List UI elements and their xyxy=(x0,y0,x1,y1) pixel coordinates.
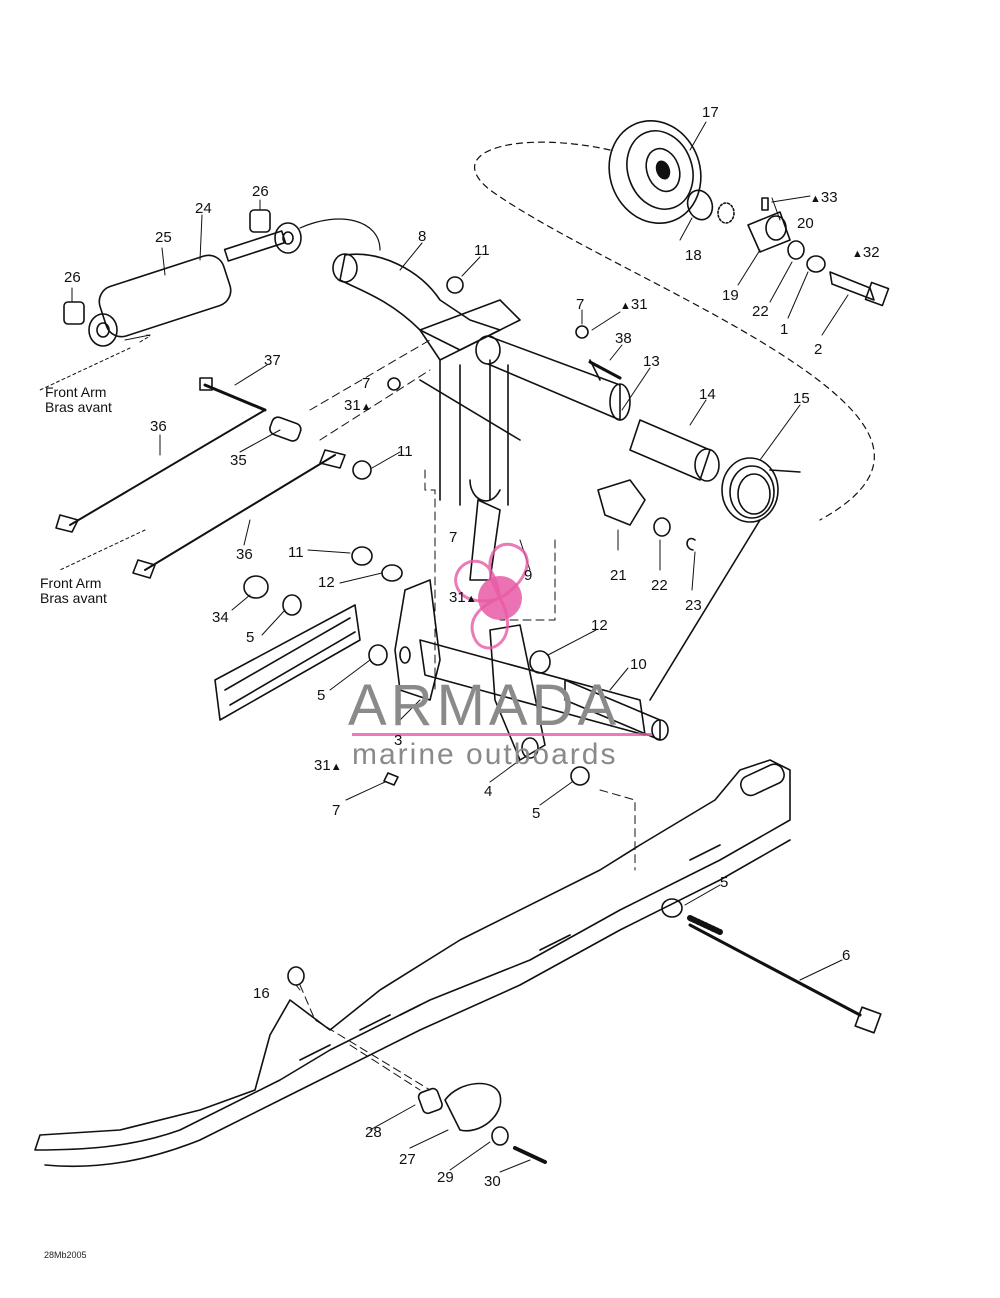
callout-7b: 7 xyxy=(362,375,371,392)
slide-rail xyxy=(214,604,361,721)
callout-9: 9 xyxy=(524,567,533,584)
callout-1: 1 xyxy=(780,321,789,338)
callout-32: ▲32 xyxy=(852,244,880,261)
rod-lower xyxy=(144,454,336,571)
callout-37: 37 xyxy=(264,352,281,369)
idler-wheel xyxy=(608,119,702,225)
callout-14: 14 xyxy=(699,386,716,403)
callout-26a: 26 xyxy=(252,183,269,200)
callout-13: 13 xyxy=(643,353,660,370)
rod-upper xyxy=(69,409,266,526)
callout-36a: 36 xyxy=(150,418,167,435)
callout-11b: 11 xyxy=(397,443,413,460)
callout-36b: 36 xyxy=(236,546,253,563)
callout-4: 4 xyxy=(484,783,493,800)
callout-3: 3 xyxy=(394,732,403,749)
callout-21: 21 xyxy=(610,567,627,584)
tube xyxy=(629,419,711,481)
callout-15: 15 xyxy=(793,390,810,407)
callout-11a: 11 xyxy=(474,242,490,259)
callout-31b: 31▲ xyxy=(344,397,372,414)
callout-6: 6 xyxy=(842,947,851,964)
callout-22a: 22 xyxy=(752,303,769,320)
callout-17: 17 xyxy=(702,104,719,121)
upper-arm xyxy=(332,253,631,421)
callout-8: 8 xyxy=(418,228,427,245)
torsion-spring xyxy=(649,457,801,701)
callout-31a: ▲31 xyxy=(620,296,648,313)
callout-7a: 7 xyxy=(576,296,585,313)
watermark-subtitle: marine outboards xyxy=(352,738,618,771)
callout-34: 34 xyxy=(212,609,229,626)
callout-5b: 5 xyxy=(317,687,326,704)
callout-31c: 31▲ xyxy=(449,589,477,606)
callout-35: 35 xyxy=(230,452,247,469)
callout-29: 29 xyxy=(437,1169,454,1186)
shock-absorber xyxy=(88,222,302,347)
propeller-logo xyxy=(454,542,529,650)
bolt xyxy=(829,271,875,301)
callout-2: 2 xyxy=(814,341,823,358)
callout-38: 38 xyxy=(615,330,632,347)
callout-11c: 11 xyxy=(288,544,304,561)
callout-26b: 26 xyxy=(64,269,81,286)
callout-18: 18 xyxy=(685,247,702,264)
callout-30: 30 xyxy=(484,1173,501,1190)
callout-7c: 7 xyxy=(449,529,458,546)
callout-5c: 5 xyxy=(532,805,541,822)
spacer xyxy=(747,211,791,253)
callout-24: 24 xyxy=(195,200,212,217)
watermark-rule xyxy=(352,733,652,736)
callout-23: 23 xyxy=(685,597,702,614)
long-bolt xyxy=(688,923,862,1017)
callout-12b: 12 xyxy=(591,617,608,634)
callout-10: 10 xyxy=(630,656,647,673)
callout-5d: 5 xyxy=(720,874,729,891)
callout-16: 16 xyxy=(253,985,270,1002)
callout-19: 19 xyxy=(722,287,739,304)
callout-22b: 22 xyxy=(651,577,668,594)
bearing xyxy=(686,189,714,221)
callout-5a: 5 xyxy=(246,629,255,646)
callout-27: 27 xyxy=(399,1151,416,1168)
callout-33: ▲33 xyxy=(810,189,838,206)
watermark-title: ARMADA xyxy=(348,673,621,738)
callout-7d: 7 xyxy=(332,802,341,819)
callout-20: 20 xyxy=(797,215,814,232)
callout-12a: 12 xyxy=(318,574,335,591)
callout-28: 28 xyxy=(365,1124,382,1141)
document-code: 28Mb2005 xyxy=(44,1250,87,1260)
callout-31d: 31▲ xyxy=(314,757,342,774)
ski-rail xyxy=(34,759,791,1168)
callout-25: 25 xyxy=(155,229,172,246)
